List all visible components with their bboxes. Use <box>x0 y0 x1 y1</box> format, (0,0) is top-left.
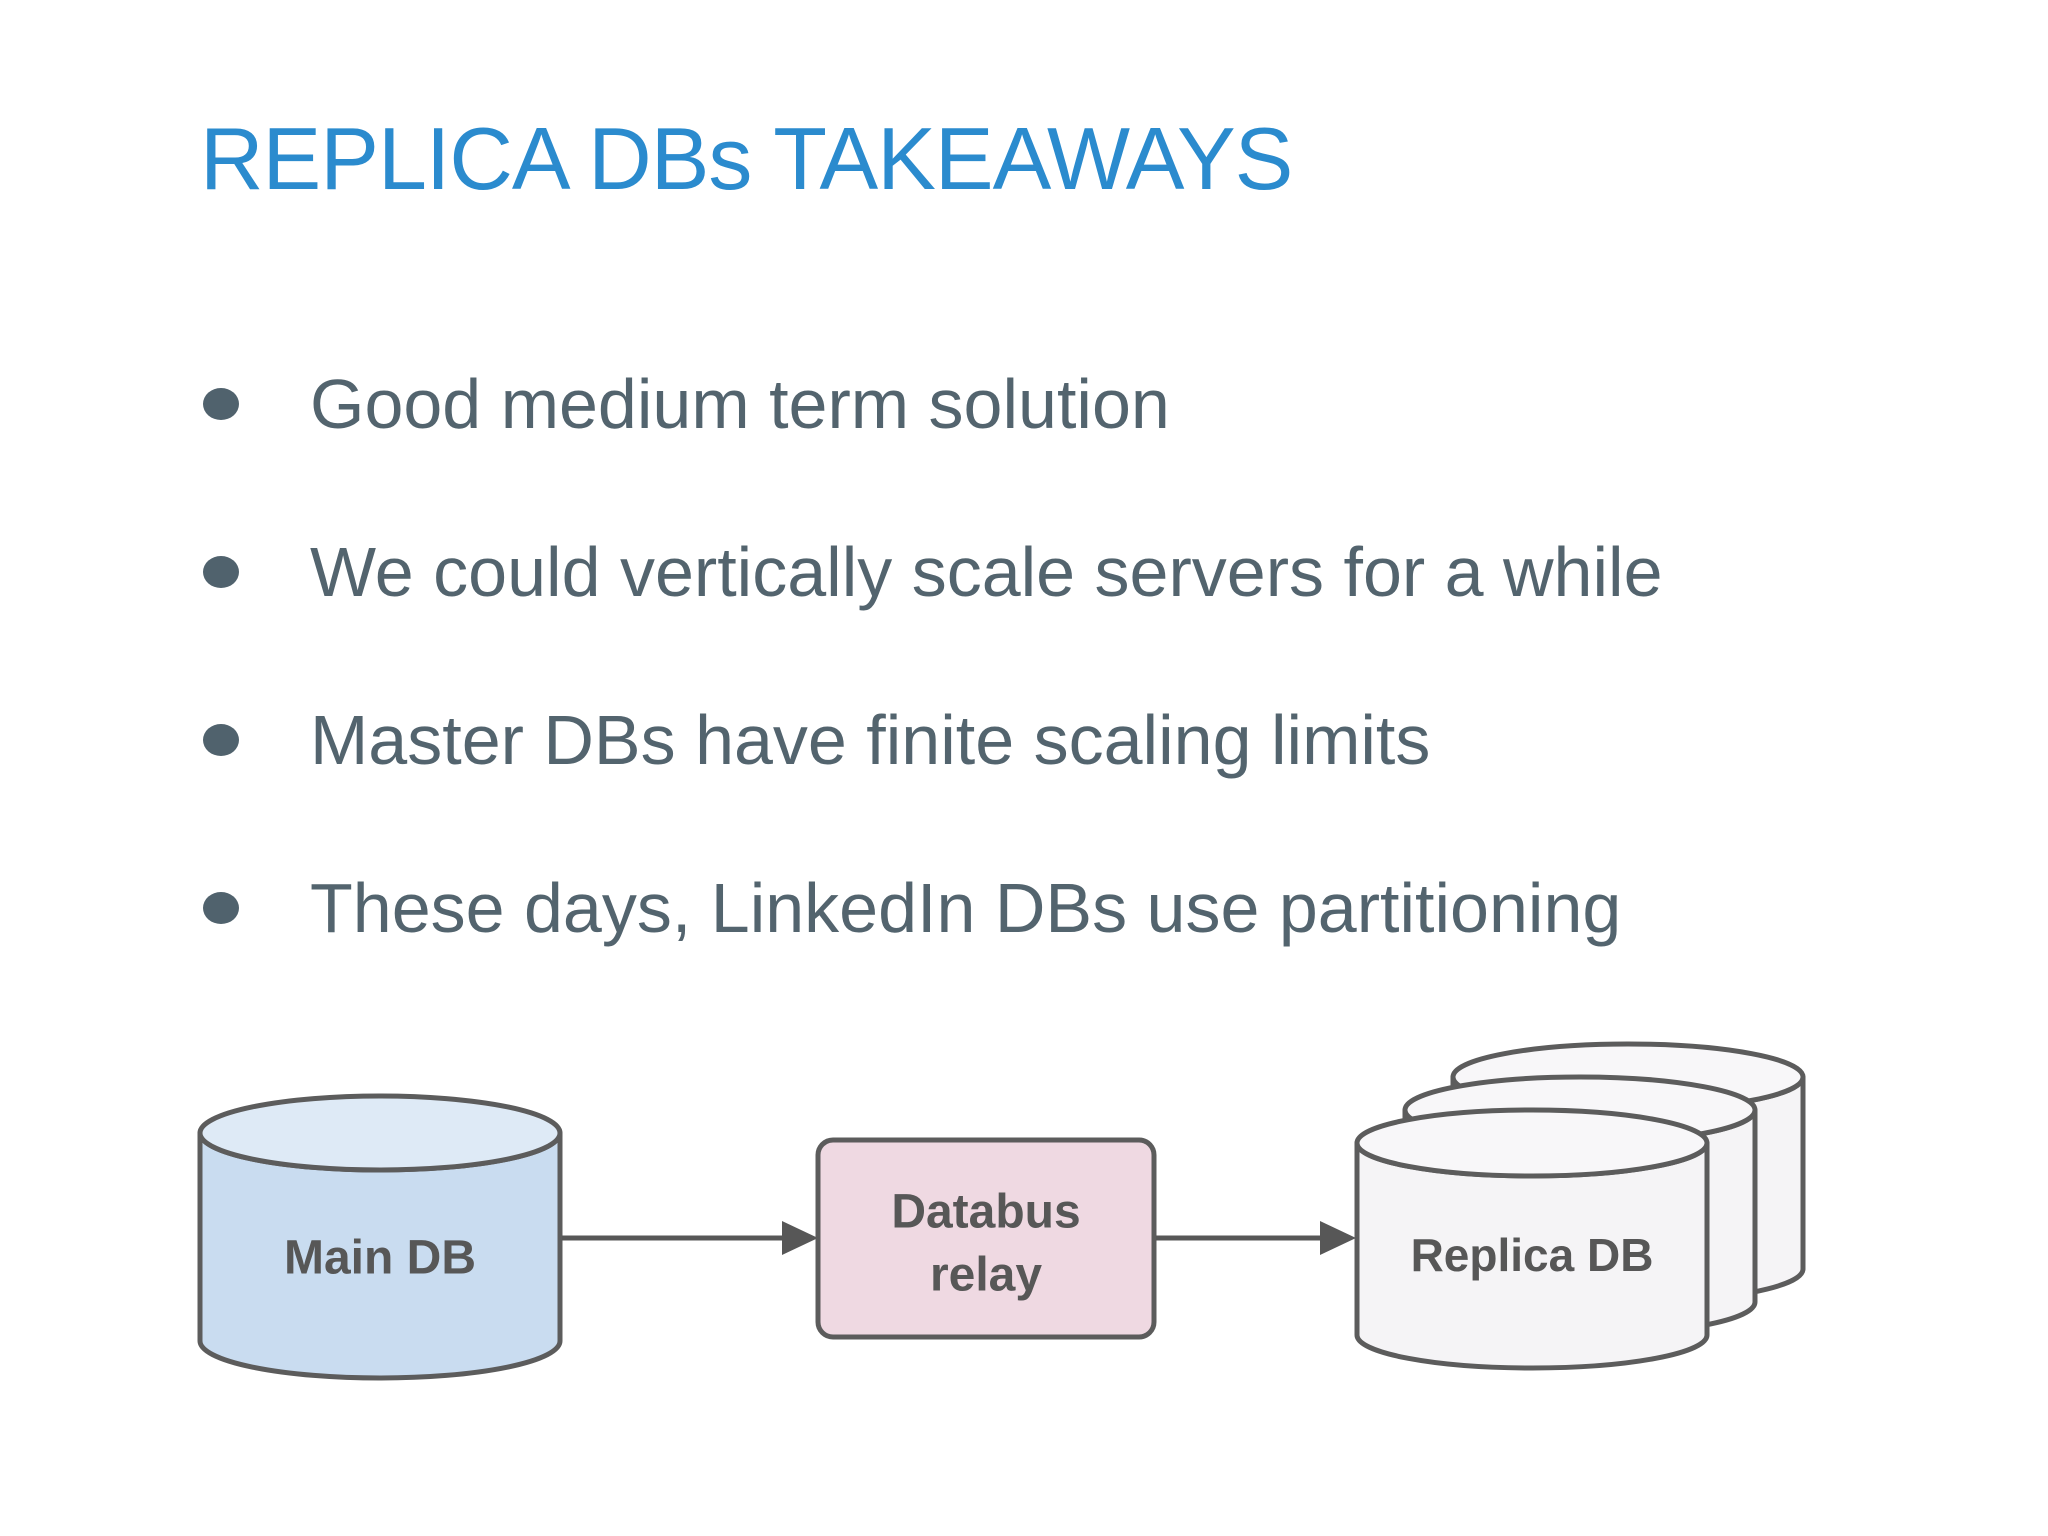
replica-db-label: Replica DB <box>1411 1229 1654 1281</box>
bullet-text: These days, LinkedIn DBs use partitionin… <box>310 869 1622 947</box>
main-db-label: Main DB <box>284 1232 476 1285</box>
databus-relay-label-line2: relay <box>930 1249 1042 1302</box>
bullet-dot-icon <box>203 388 239 420</box>
list-item: Master DBs have finite scaling limits <box>0 656 2048 824</box>
arrow-right-icon <box>562 1221 818 1255</box>
list-item: We could vertically scale servers for a … <box>0 488 2048 656</box>
bullet-list: Good medium term solution We could verti… <box>0 320 2048 992</box>
replica-db-stack-icon: Replica DB <box>1354 1041 1806 1371</box>
page-title: REPLICA DBs TAKEAWAYS <box>200 109 1293 208</box>
bullet-text: Master DBs have finite scaling limits <box>310 701 1431 779</box>
list-item: Good medium term solution <box>0 320 2048 488</box>
main-db-cylinder-icon: Main DB <box>197 1093 563 1381</box>
replica-db-cylinder-front: Replica DB <box>1354 1107 1710 1371</box>
list-item: These days, LinkedIn DBs use partitionin… <box>0 824 2048 992</box>
replication-flow-diagram: Main DB Databus relay <box>197 1041 1806 1381</box>
bullet-dot-icon <box>203 556 239 588</box>
arrow-right-icon <box>1156 1221 1356 1255</box>
bullet-text: Good medium term solution <box>310 365 1170 443</box>
databus-relay-label-line1: Databus <box>891 1186 1080 1239</box>
databus-relay-box: Databus relay <box>815 1137 1157 1340</box>
bullet-dot-icon <box>203 724 239 756</box>
bullet-text: We could vertically scale servers for a … <box>310 533 1663 611</box>
bullet-dot-icon <box>203 892 239 924</box>
